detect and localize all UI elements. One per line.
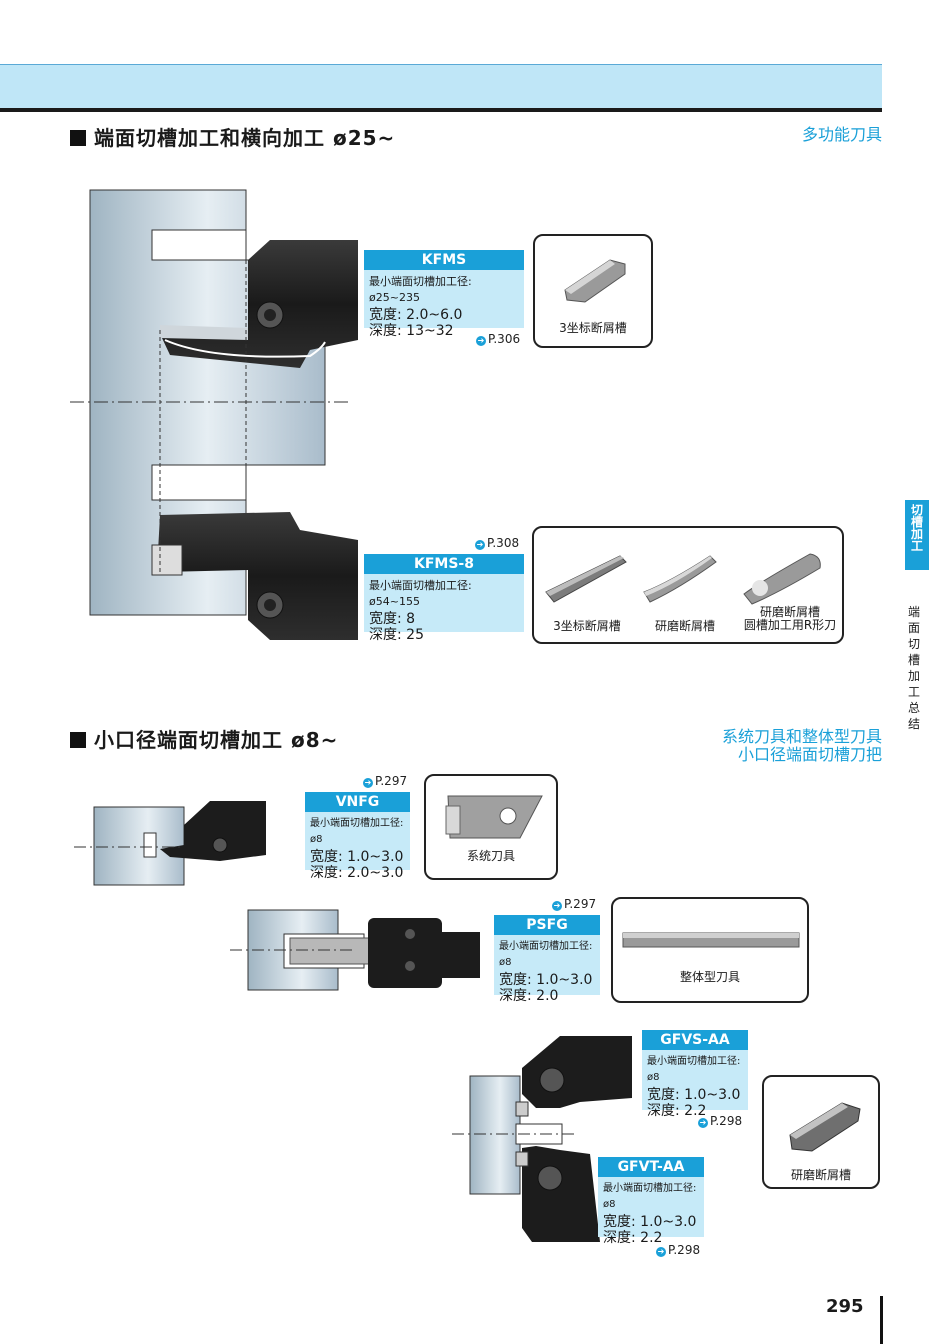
face-grooving-illustration xyxy=(70,189,358,640)
page-number: 295 xyxy=(826,1296,864,1317)
psfg-illustration xyxy=(230,909,480,991)
gfvt-width: 宽度: 1.0~3.0 xyxy=(603,1214,697,1230)
psfg-spec-box: PSFG 最小端面切槽加工径: ø8 宽度: 1.0~3.0 深度: 2.0 xyxy=(494,915,600,1004)
arrow-right-circle-icon: ➔ xyxy=(475,540,485,550)
insert-image xyxy=(622,932,800,948)
kfms-insert-box: 3坐标断屑槽 xyxy=(533,234,653,348)
kfms8-spec-box: KFMS-8 最小端面切槽加工径: ø54~155 宽度: 8 深度: 25 xyxy=(364,554,524,643)
psfg-name: PSFG xyxy=(494,915,600,935)
header-rule xyxy=(0,108,882,112)
square-bullet-icon xyxy=(70,732,86,748)
side-tab[interactable]: 切槽加工 xyxy=(905,500,929,570)
page-number-bar xyxy=(880,1296,883,1344)
psfg-min-dia: 最小端面切槽加工径: ø8 xyxy=(499,941,593,968)
kfms8-caption-2: 研磨断屑槽 xyxy=(654,619,715,633)
gfvt-spec-box: GFVT-AA 最小端面切槽加工径: ø8 宽度: 1.0~3.0 深度: 2.… xyxy=(598,1157,704,1246)
side-tab-label: 切槽加工 xyxy=(911,503,924,553)
kfms-insert-caption: 3坐标断屑槽 xyxy=(559,321,627,335)
arrow-right-circle-icon: ➔ xyxy=(656,1247,666,1257)
vnfg-min-dia: 最小端面切槽加工径: ø8 xyxy=(310,818,404,845)
section2-category: 系统刀具和整体型刀具 小口径端面切槽刀把 xyxy=(722,728,882,764)
section2-category-line1: 系统刀具和整体型刀具 xyxy=(721,727,882,746)
arrow-right-circle-icon: ➔ xyxy=(363,778,373,788)
kfms8-name: KFMS-8 xyxy=(364,554,524,574)
square-bullet-icon xyxy=(70,130,86,146)
vnfg-page-ref[interactable]: ➔P.297 xyxy=(363,774,408,788)
arrow-right-circle-icon: ➔ xyxy=(476,336,486,346)
section2-title: 小口径端面切槽加工 ø8~ xyxy=(70,724,338,753)
kfms8-page-ref[interactable]: ➔P.308 xyxy=(475,536,520,550)
psfg-page-ref[interactable]: ➔P.297 xyxy=(552,897,597,911)
arrow-right-circle-icon: ➔ xyxy=(698,1118,708,1128)
gfvt-name: GFVT-AA xyxy=(598,1157,704,1177)
vnfg-illustration xyxy=(74,801,266,886)
vnfg-insert-box: 系统刀具 xyxy=(424,774,558,880)
psfg-insert-box: 整体型刀具 xyxy=(611,897,809,1003)
vnfg-width: 宽度: 1.0~3.0 xyxy=(310,849,404,865)
vnfg-insert-caption: 系统刀具 xyxy=(466,849,515,863)
psfg-insert-caption: 整体型刀具 xyxy=(679,970,740,984)
kfms-name: KFMS xyxy=(364,250,524,270)
vnfg-spec-box: VNFG 最小端面切槽加工径: ø8 宽度: 1.0~3.0 深度: 2.0~3… xyxy=(305,792,410,881)
kfms8-caption-1: 3坐标断屑槽 xyxy=(553,619,621,633)
psfg-width: 宽度: 1.0~3.0 xyxy=(499,972,593,988)
section1-title: 端面切槽加工和横向加工 ø25~ xyxy=(70,122,395,151)
gfvs-name: GFVS-AA xyxy=(642,1030,748,1050)
gfvt-depth: 深度: 2.2 xyxy=(603,1230,663,1246)
kfms-width: 宽度: 2.0~6.0 xyxy=(369,307,463,323)
insert-image xyxy=(445,795,543,839)
side-section-label: 端面切槽加工总结 xyxy=(907,605,920,731)
vnfg-name: VNFG xyxy=(305,792,410,812)
kfms-depth: 深度: 13~32 xyxy=(369,323,454,339)
section1-category: 多功能刀具 xyxy=(801,125,882,144)
kfms8-width: 宽度: 8 xyxy=(369,611,416,627)
gfvt-page-ref[interactable]: ➔P.298 xyxy=(656,1243,701,1257)
kfms8-depth: 深度: 25 xyxy=(369,627,424,643)
insert-image xyxy=(789,1102,861,1152)
section2-category-line2: 小口径端面切槽刀把 xyxy=(737,745,882,764)
arrow-right-circle-icon: ➔ xyxy=(552,901,562,911)
kfms8-min-dia: 最小端面切槽加工径: ø54~155 xyxy=(369,579,472,608)
gfvs-width: 宽度: 1.0~3.0 xyxy=(647,1087,741,1103)
gfvs-page-ref[interactable]: ➔P.298 xyxy=(698,1114,743,1128)
gfvs-gfvt-illustration xyxy=(452,1036,632,1242)
gfvt-insert-caption: 研磨断屑槽 xyxy=(790,1168,851,1182)
header-band xyxy=(0,64,882,109)
psfg-depth: 深度: 2.0 xyxy=(499,988,559,1004)
insert-image xyxy=(564,259,626,303)
gfvs-depth: 深度: 2.2 xyxy=(647,1103,707,1119)
gfvs-min-dia: 最小端面切槽加工径: ø8 xyxy=(647,1056,741,1083)
kfms-min-dia: 最小端面切槽加工径: ø25~235 xyxy=(369,275,472,304)
kfms-spec-box: KFMS 最小端面切槽加工径: ø25~235 宽度: 2.0~6.0 深度: … xyxy=(364,250,524,339)
gfvs-spec-box: GFVS-AA 最小端面切槽加工径: ø8 宽度: 1.0~3.0 深度: 2.… xyxy=(642,1030,748,1119)
vnfg-depth: 深度: 2.0~3.0 xyxy=(310,865,404,881)
insert-images xyxy=(545,553,821,605)
kfms-page-ref[interactable]: ➔P.306 xyxy=(476,332,521,346)
gfvt-min-dia: 最小端面切槽加工径: ø8 xyxy=(603,1183,697,1210)
gfvt-insert-box: 研磨断屑槽 xyxy=(762,1075,880,1189)
kfms8-caption-3: 研磨断屑槽 圆槽加工用R形刀 xyxy=(743,605,837,632)
kfms8-insert-box: 3坐标断屑槽 研磨断屑槽 研磨断屑槽 圆槽加工用R形刀 xyxy=(532,526,844,644)
